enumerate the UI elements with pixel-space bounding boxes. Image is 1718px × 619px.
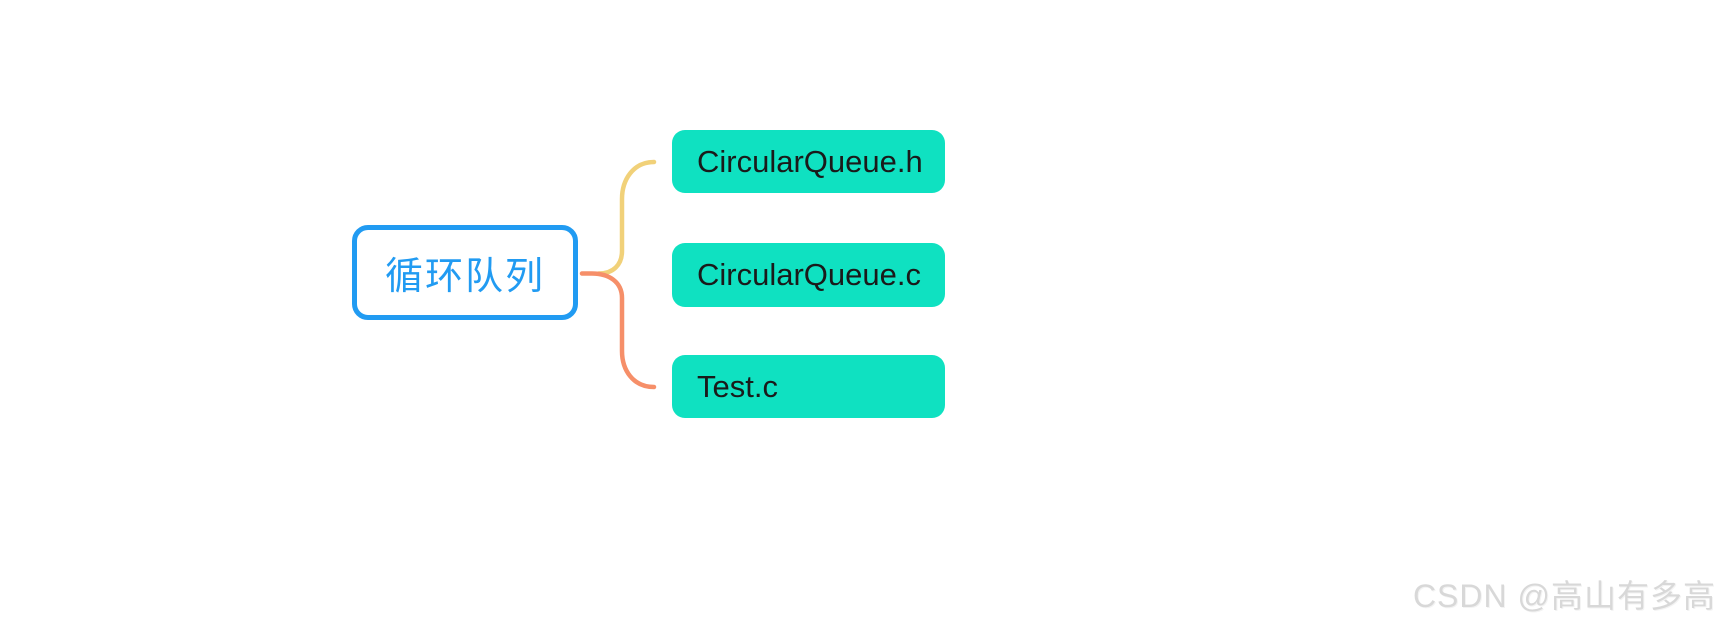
child-node-circularqueue-h[interactable]: CircularQueue.h: [672, 130, 945, 193]
child-node-test-c[interactable]: Test.c: [672, 355, 945, 418]
root-node[interactable]: 循环队列: [352, 225, 578, 320]
child-node-circularqueue-c[interactable]: CircularQueue.c: [672, 243, 945, 307]
child-node-label: Test.c: [697, 368, 778, 404]
branch-connector-lower: [579, 271, 657, 390]
child-node-label: CircularQueue.c: [697, 257, 921, 292]
watermark: CSDN @高山有多高: [1412, 578, 1716, 614]
child-node-label: CircularQueue.h: [697, 143, 923, 179]
root-node-label: 循环队列: [384, 256, 545, 298]
branch-connector-upper: [596, 159, 657, 276]
